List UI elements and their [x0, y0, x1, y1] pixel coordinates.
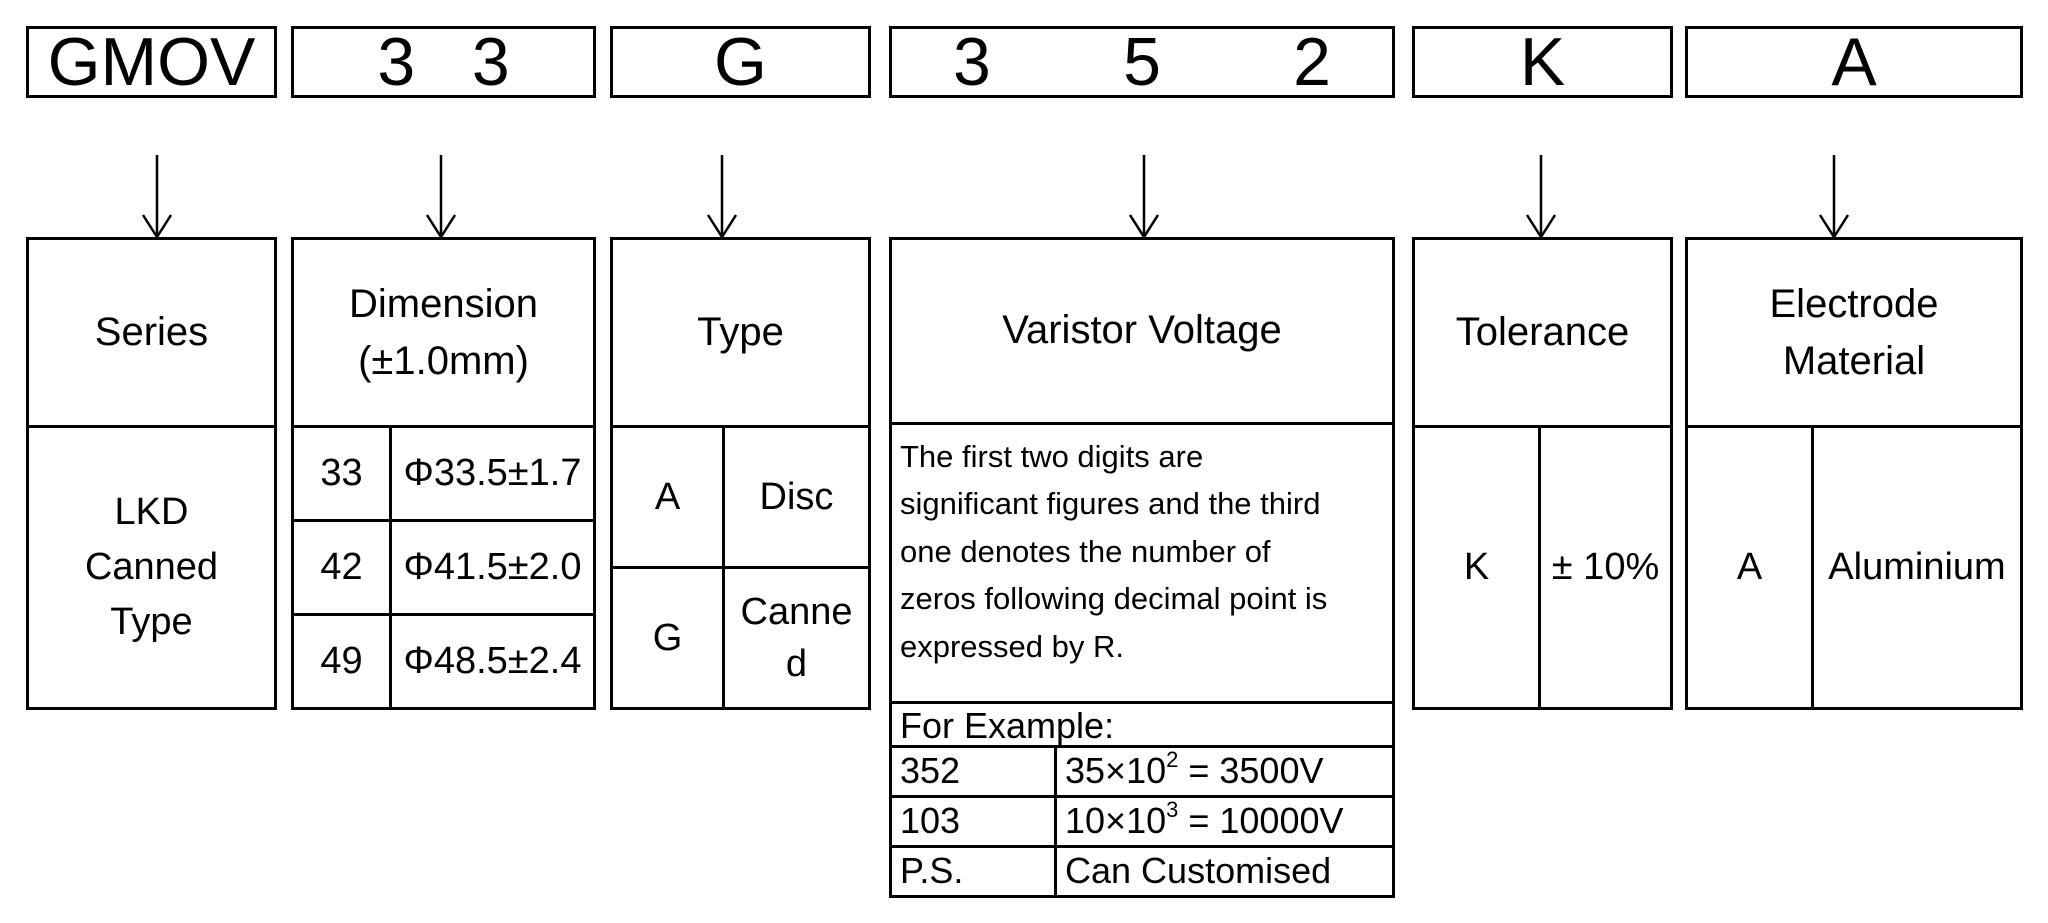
table-row: G Canne d	[613, 566, 868, 707]
example-value: 10×103 = 10000V	[1065, 797, 1344, 842]
code-tolerance: K	[1412, 26, 1673, 98]
series-value: LKD Canned Type	[84, 491, 219, 643]
table-row: A Aluminium	[1688, 428, 2020, 707]
tolerance-code: K	[1415, 428, 1541, 707]
arrow-down-icon	[1818, 155, 1850, 239]
electrode-code: A	[1688, 428, 1814, 707]
dimension-value: Φ48.5±2.4	[403, 640, 582, 682]
dimension-code: 42	[294, 522, 392, 613]
description-line: significant figures and the third	[900, 486, 1321, 522]
voltage-title: Varistor Voltage	[892, 240, 1392, 425]
description-line: expressed by R.	[900, 628, 1124, 664]
example-value: 35×102 = 3500V	[1065, 747, 1324, 792]
arrow-down-icon	[706, 155, 738, 239]
table-row: 33 Φ33.5±1.7	[294, 428, 593, 519]
series-box: Series LKD Canned Type	[26, 237, 277, 710]
description-line: one denotes the number of	[900, 533, 1271, 569]
tolerance-value: ± 10%	[1551, 546, 1660, 588]
table-row: 42 Φ41.5±2.0	[294, 519, 593, 613]
type-table: A Disc G Canne d	[613, 428, 868, 707]
example-code: 352	[892, 748, 1057, 795]
voltage-box: Varistor Voltage The first two digits ar…	[889, 237, 1395, 898]
series-title: Series	[29, 240, 274, 428]
code-electrode: A	[1685, 26, 2023, 98]
description-line: The first two digits are	[900, 438, 1204, 474]
arrow-down-icon	[1128, 155, 1160, 239]
code-voltage: 3 5 2	[889, 26, 1395, 98]
arrow-down-icon	[1525, 155, 1557, 239]
table-row: 352 35×102 = 3500V	[892, 748, 1392, 795]
type-code: A	[613, 428, 725, 566]
type-code: G	[613, 569, 725, 707]
code-dimension: 3 3	[291, 26, 596, 98]
dimension-value: Φ33.5±1.7	[403, 452, 582, 494]
description-line: zeros following decimal point is	[900, 581, 1328, 617]
dimension-box: Dimension (±1.0mm) 33 Φ33.5±1.7 42 Φ41.5…	[291, 237, 596, 710]
arrow-down-icon	[425, 155, 457, 239]
dimension-title: Dimension (±1.0mm)	[294, 240, 593, 428]
example-code: 103	[892, 798, 1057, 845]
table-row: 103 10×103 = 10000V	[892, 795, 1392, 845]
tolerance-box: Tolerance K ± 10%	[1412, 237, 1673, 710]
type-box: Type A Disc G Canne d	[610, 237, 871, 710]
electrode-title: Electrode Material	[1688, 240, 2020, 428]
ps-label: P.S.	[892, 848, 1057, 895]
dimension-value: Φ41.5±2.0	[403, 546, 582, 588]
electrode-value: Aluminium	[1828, 546, 2006, 588]
electrode-box: Electrode Material A Aluminium	[1685, 237, 2023, 710]
type-value: Canne d	[740, 591, 853, 685]
arrow-down-icon	[141, 155, 173, 239]
example-table: For Example: 352 35×102 = 3500V 103 10×1…	[892, 704, 1392, 895]
code-series: GMOV	[26, 26, 277, 98]
dimension-code: 49	[294, 616, 392, 707]
code-type: G	[610, 26, 871, 98]
tolerance-title: Tolerance	[1415, 240, 1670, 428]
ps-value: Can Customised	[1065, 850, 1332, 891]
example-title: For Example:	[892, 704, 1392, 748]
voltage-description: The first two digits are significant fig…	[892, 425, 1392, 704]
table-row: K ± 10%	[1415, 428, 1670, 707]
type-title: Type	[613, 240, 868, 428]
table-row: A Disc	[613, 428, 868, 566]
type-value: Disc	[759, 475, 834, 518]
dimension-table: 33 Φ33.5±1.7 42 Φ41.5±2.0 49 Φ48.5±2.4	[294, 428, 593, 707]
table-row: 49 Φ48.5±2.4	[294, 613, 593, 707]
table-row: P.S. Can Customised	[892, 845, 1392, 895]
dimension-code: 33	[294, 428, 392, 519]
